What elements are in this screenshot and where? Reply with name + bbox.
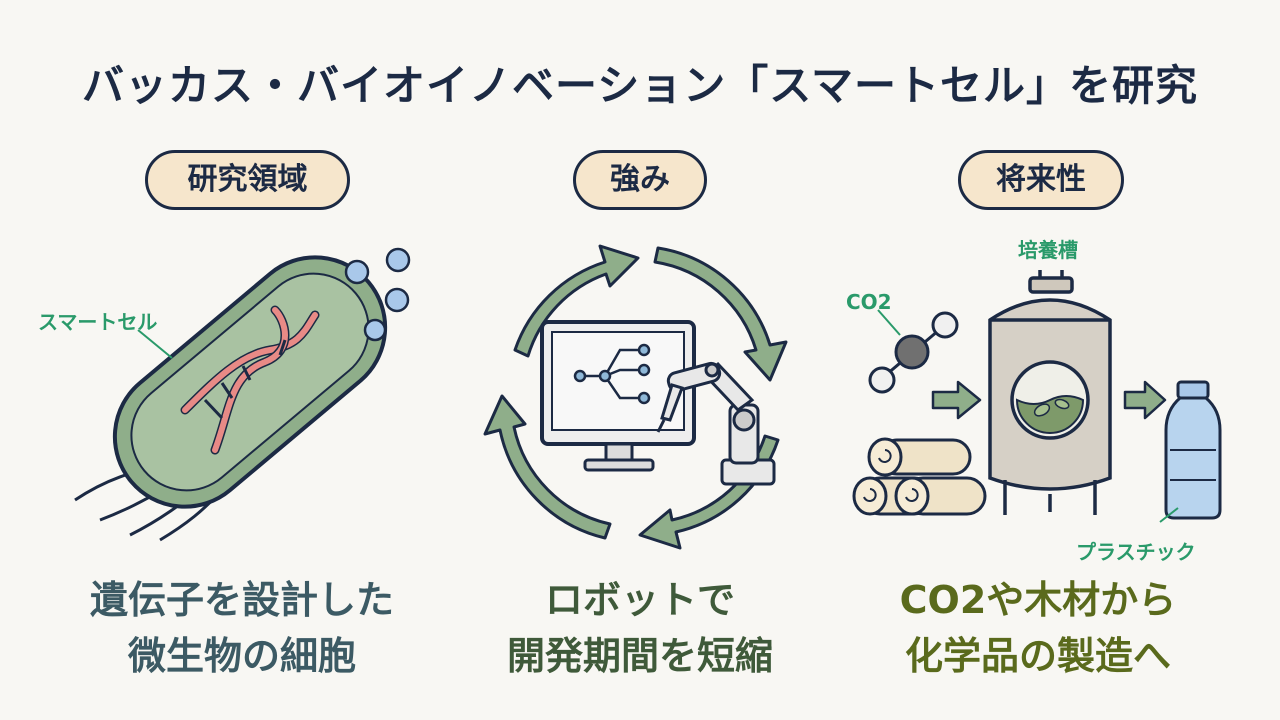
caption-line: 遺伝子を設計した (89, 578, 394, 622)
label-culture-tank: 培養槽 (1018, 238, 1078, 262)
label-smart-cell: スマートセル (38, 310, 158, 334)
caption-line: 微生物の細胞 (127, 634, 356, 678)
co2-molecule-icon (868, 311, 959, 394)
page-title: バッカス・バイオイノベーション「スマートセル」を研究 (82, 61, 1198, 110)
caption-line: 開発期間を短縮 (506, 634, 773, 678)
logs-icon (852, 437, 987, 516)
plastic-bottle-icon (1164, 380, 1222, 520)
caption-research-area: 遺伝子を設計した 微生物の細胞 (52, 572, 432, 684)
caption-strength: ロボットで 開発期間を短縮 (450, 572, 830, 684)
caption-line: ロボットで (544, 578, 735, 622)
label-leader-line (137, 329, 173, 359)
caption-line: CO2や木材から (899, 578, 1177, 622)
dna-helix-icon (180, 305, 320, 455)
label-plastic: プラスチック (1076, 540, 1196, 564)
monitor-icon (540, 320, 696, 472)
heading-research-area: 研究領域 (145, 150, 350, 210)
bioreactor-tank-icon (988, 270, 1112, 515)
caption-future: CO2や木材から 化学品の製造へ (848, 572, 1228, 684)
flowchart-icon (573, 343, 651, 405)
arrow-right-icon (1123, 380, 1167, 420)
label-leader-line (1159, 507, 1179, 523)
robot-arm-icon (656, 361, 776, 486)
bubbles-icon (344, 247, 411, 342)
label-leader-line (877, 309, 901, 336)
label-co2: CO2 (846, 290, 892, 314)
arrow-right-icon (931, 380, 982, 420)
heading-strength: 強み (573, 150, 707, 210)
cycle-arrows-icon (483, 244, 788, 550)
caption-line: 化学品の製造へ (904, 634, 1171, 678)
heading-future: 将来性 (958, 150, 1124, 210)
